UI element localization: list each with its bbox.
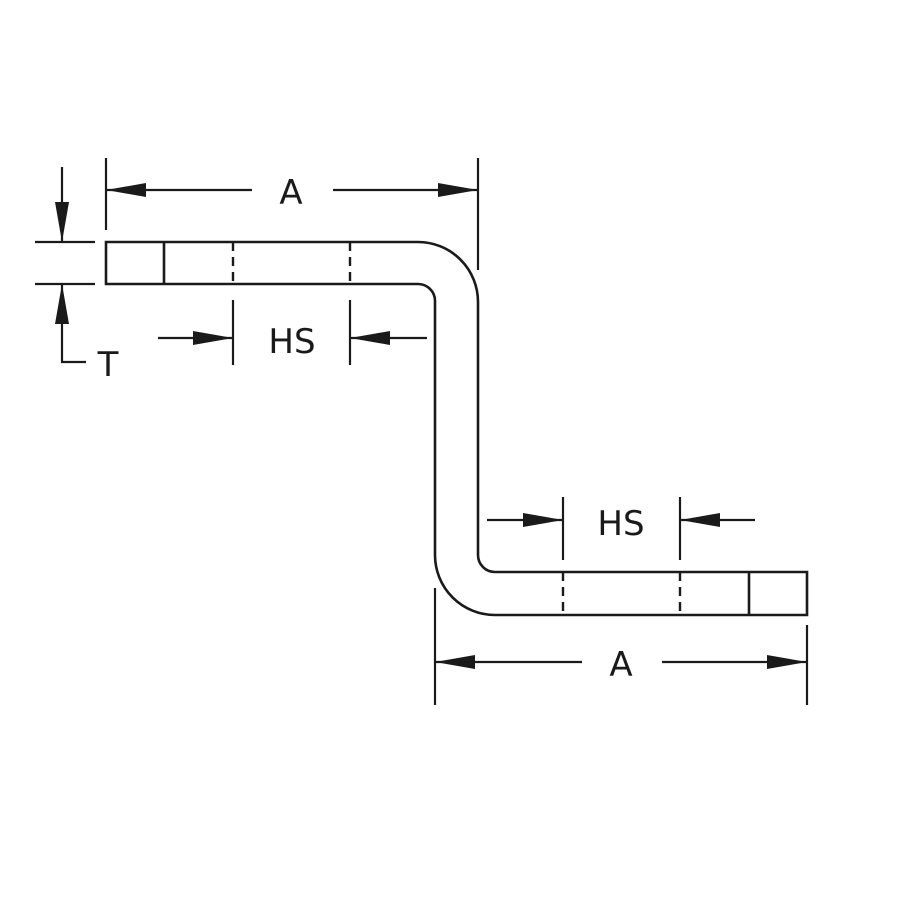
arrow-down-icon	[55, 202, 69, 242]
arrow-left-icon	[680, 513, 720, 527]
arrow-left-icon	[350, 331, 390, 345]
dimension-label-a-bottom: A	[609, 645, 632, 685]
dimension-a-top: A	[104, 158, 480, 270]
arrow-right-icon	[523, 513, 563, 527]
dimension-a-bottom: A	[433, 588, 809, 705]
dimension-label-hs-bottom: HS	[597, 504, 644, 544]
dimension-hs-bottom: HS	[487, 497, 755, 560]
arrow-right-icon	[767, 655, 807, 669]
z-bracket-part	[104, 240, 809, 617]
dimension-thickness: T	[35, 167, 119, 385]
dimension-label-t: T	[97, 345, 119, 385]
dimension-label-a-top: A	[279, 173, 302, 213]
arrow-right-icon	[438, 183, 478, 197]
arrow-left-icon	[435, 655, 475, 669]
part-outer-outline	[104, 240, 809, 617]
arrow-left-icon	[106, 183, 146, 197]
dimension-hs-top: HS	[158, 300, 427, 365]
arrow-up-icon	[55, 284, 69, 324]
arrow-right-icon	[193, 331, 233, 345]
dimension-label-hs-top: HS	[268, 322, 315, 362]
